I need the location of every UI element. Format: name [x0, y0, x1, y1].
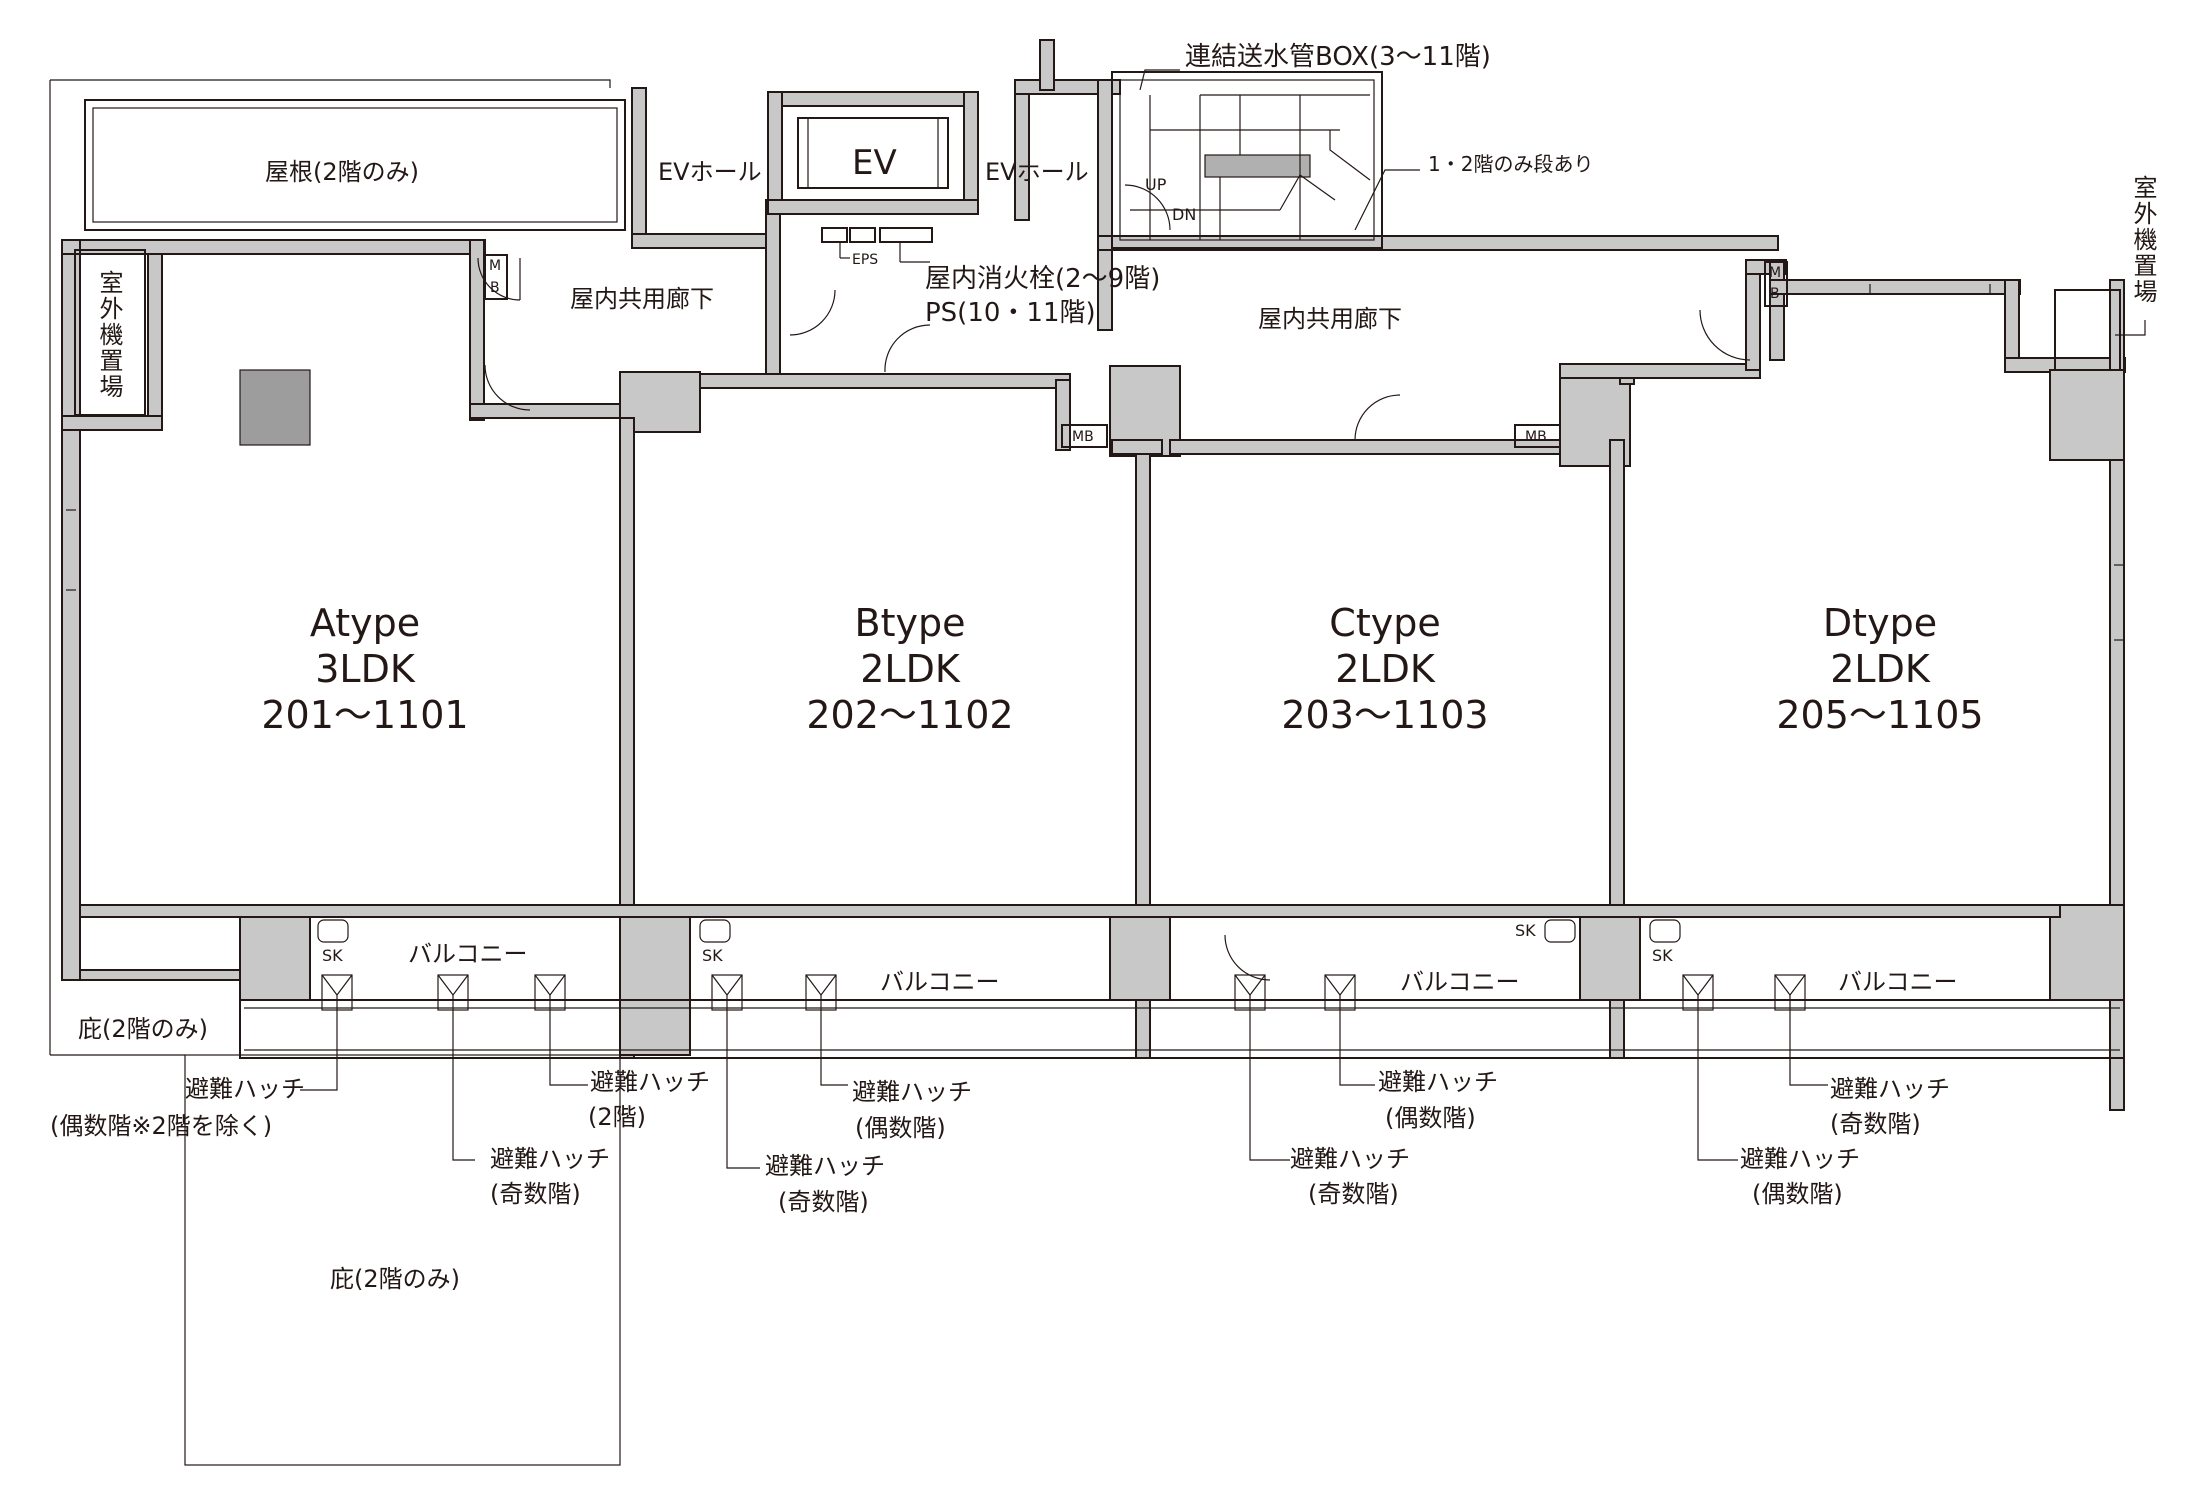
hatch-a2-label: 避難ハッチ [490, 1145, 610, 1173]
hatch-b2-label: 避難ハッチ [852, 1078, 972, 1106]
unit-layout: 3LDK [315, 647, 415, 691]
standpipe-box-label: 連結送水管BOX(3〜11階) [1185, 42, 1491, 72]
hatch-b1-label: 避難ハッチ [765, 1152, 885, 1180]
eps-label: EPS [852, 252, 879, 268]
unit-a-label: Atype 3LDK 201〜1101 [255, 600, 475, 738]
balcony-d-label: バルコニー [1838, 968, 1958, 996]
hatch-d2-note: (奇数階) [1830, 1110, 1921, 1138]
balcony-b-label: バルコニー [880, 968, 1000, 996]
hatch-c2-label: 避難ハッチ [1378, 1068, 1498, 1096]
mb-b-right: B [1770, 286, 1780, 302]
hydrant-label: 屋内消火栓(2〜9階) [925, 264, 1161, 294]
unit-layout: 2LDK [1335, 647, 1435, 691]
mb-m-left: M [489, 258, 502, 274]
stair-dn-label: DN [1172, 205, 1197, 224]
mb-label-c: MB [1525, 429, 1547, 445]
hatch-c2-note: (偶数階) [1385, 1104, 1476, 1132]
corridor-left-label: 屋内共用廊下 [570, 285, 714, 313]
ev-hall-left-label: EVホール [658, 158, 762, 186]
unit-type: Btype [854, 601, 966, 645]
hatch-a3-note: (2階) [588, 1103, 646, 1131]
hatch-d2-label: 避難ハッチ [1830, 1075, 1950, 1103]
unit-rooms: 201〜1101 [261, 693, 469, 737]
sk-d-label: SK [1652, 946, 1673, 965]
ps-label: PS(10・11階) [925, 298, 1096, 328]
unit-layout: 2LDK [860, 647, 960, 691]
unit-c-label: Ctype 2LDK 203〜1103 [1265, 600, 1505, 738]
lower-eave-outline [184, 1054, 621, 1466]
sk-c-label: SK [1515, 921, 1536, 940]
ev-label: EV [852, 143, 897, 183]
stair-up-label: UP [1145, 175, 1167, 194]
step-note-label: 1・2階のみ段あり [1428, 152, 1594, 176]
hatch-d1-label: 避難ハッチ [1740, 1145, 1860, 1173]
unit-b-label: Btype 2LDK 202〜1102 [790, 600, 1030, 738]
hatch-a3-label: 避難ハッチ [590, 1068, 710, 1096]
hatch-a1-note: (偶数階※2階を除く) [50, 1112, 273, 1140]
roof-label: 屋根(2階のみ) [265, 158, 419, 186]
unit-type: Dtype [1822, 601, 1938, 645]
unit-d-label: Dtype 2LDK 205〜1105 [1760, 600, 2000, 738]
outdoor-unit-right-label: 室外機置場 [2129, 175, 2157, 305]
ev-hall-right-label: EVホール [985, 158, 1089, 186]
sk-a-label: SK [322, 946, 343, 965]
balcony-a-label: バルコニー [408, 940, 528, 968]
hatch-b2-note: (偶数階) [855, 1114, 946, 1142]
hatch-b1-note: (奇数階) [778, 1188, 869, 1216]
unit-rooms: 203〜1103 [1281, 693, 1489, 737]
unit-type: Ctype [1329, 601, 1441, 645]
roof-area [84, 99, 626, 231]
hatch-d1-note: (偶数階) [1752, 1180, 1843, 1208]
mb-label-b: MB [1072, 429, 1094, 445]
eave-upper-label: 庇(2階のみ) [78, 1015, 208, 1043]
hatch-a2-note: (奇数階) [490, 1180, 581, 1208]
mb-m-right: M [1769, 265, 1782, 281]
corridor-right-label: 屋内共用廊下 [1258, 305, 1402, 333]
unit-rooms: 205〜1105 [1776, 693, 1984, 737]
mb-b-left: B [490, 280, 500, 296]
eave-lower-label: 庇(2階のみ) [330, 1265, 460, 1293]
sk-b-label: SK [702, 946, 723, 965]
balcony-c-label: バルコニー [1400, 968, 1520, 996]
hatch-c1-note: (奇数階) [1308, 1180, 1399, 1208]
unit-rooms: 202〜1102 [806, 693, 1014, 737]
elevator-car [797, 117, 949, 189]
outdoor-unit-left-label: 室外機置場 [95, 270, 123, 400]
hatch-c1-label: 避難ハッチ [1290, 1145, 1410, 1173]
unit-type: Atype [309, 601, 421, 645]
hatch-a1-label: 避難ハッチ [185, 1075, 305, 1103]
unit-layout: 2LDK [1830, 647, 1930, 691]
